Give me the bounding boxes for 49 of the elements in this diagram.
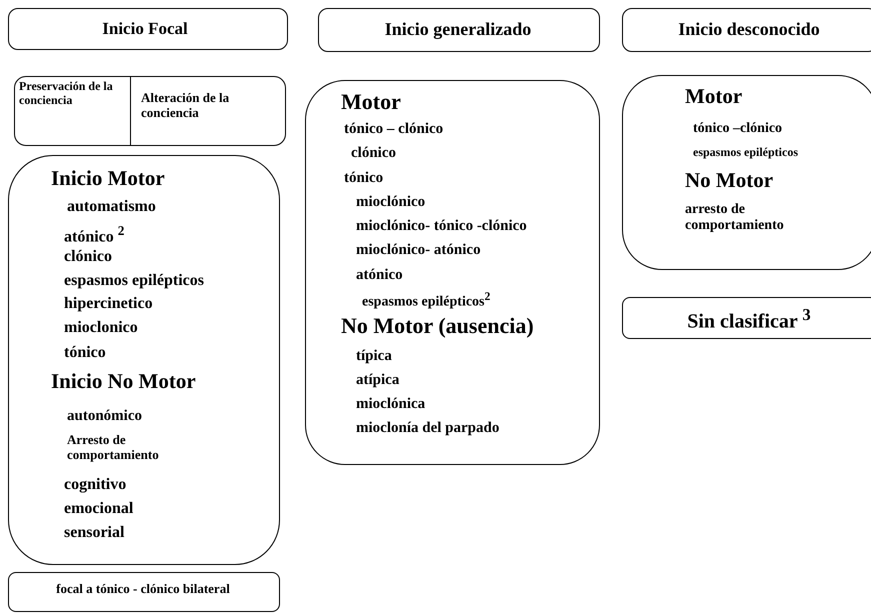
- heading-text: Inicio generalizado: [384, 19, 532, 40]
- item-text: espasmos epilépticos: [693, 146, 798, 160]
- heading-text: Inicio Focal: [101, 19, 189, 39]
- item-text: mioclonico: [64, 319, 138, 338]
- item-text: clónico: [351, 145, 396, 162]
- heading-text: Motor: [341, 89, 401, 114]
- item-text: focal a tónico - clónico bilateral: [55, 582, 231, 597]
- category-header-box: [8, 8, 288, 50]
- item-text: automatismo: [67, 198, 156, 216]
- item-text: emocional: [64, 500, 134, 518]
- item-text: Alteración de la conciencia: [141, 91, 230, 121]
- item-text: hipercinetico: [64, 295, 153, 314]
- heading-text: Motor: [685, 84, 742, 108]
- item-text: mioclónica: [356, 396, 426, 414]
- item-text: Arresto de comportamiento: [67, 433, 160, 463]
- item-text: autonómico: [67, 408, 142, 426]
- heading-text: Inicio Motor: [51, 166, 165, 190]
- category-box: [622, 297, 871, 339]
- item-text: mioclonía del parpado: [356, 420, 500, 438]
- item-text: Preservación de la conciencia: [19, 80, 114, 108]
- heading-text: Inicio desconocido: [677, 19, 821, 40]
- item-text: mioclónico- tónico -clónico: [356, 218, 527, 236]
- category-box: [8, 572, 280, 612]
- item-text: arresto de comportamiento: [685, 202, 785, 234]
- item-text: tónico – clónico: [344, 121, 444, 138]
- heading-text: No Motor: [685, 168, 774, 192]
- seizure-type-box: [8, 155, 280, 565]
- item-text: clónico: [64, 248, 112, 266]
- item-text: espasmos epilépticos: [64, 272, 204, 290]
- heading-text: No Motor (ausencia): [341, 313, 534, 338]
- item-text: tónico: [344, 170, 384, 188]
- item-text: tónico: [64, 344, 106, 362]
- item-text: atónico: [356, 267, 403, 284]
- item-text: espasmos epilépticos$^{2}$: [362, 290, 490, 311]
- category-header-box: [622, 8, 871, 52]
- heading-text: Inicio No Motor: [51, 369, 196, 394]
- awareness-box: [14, 76, 286, 146]
- item-text: cognitivo: [64, 476, 126, 494]
- item-text: típica: [356, 348, 392, 366]
- category-header-box: [318, 8, 600, 52]
- item-text: atípica: [356, 372, 400, 390]
- seizure-type-box: [305, 80, 600, 465]
- item-text: tónico –clónico: [693, 121, 782, 138]
- heading-text: Sin clasificar $^{3}$: [686, 305, 812, 334]
- item-text: mioclónico: [356, 194, 426, 212]
- item-text: sensorial: [64, 524, 124, 542]
- item-text: mioclónico- atónico: [356, 242, 481, 260]
- seizure-type-box: [622, 75, 871, 270]
- item-text: atónico $^{2}$: [64, 223, 124, 247]
